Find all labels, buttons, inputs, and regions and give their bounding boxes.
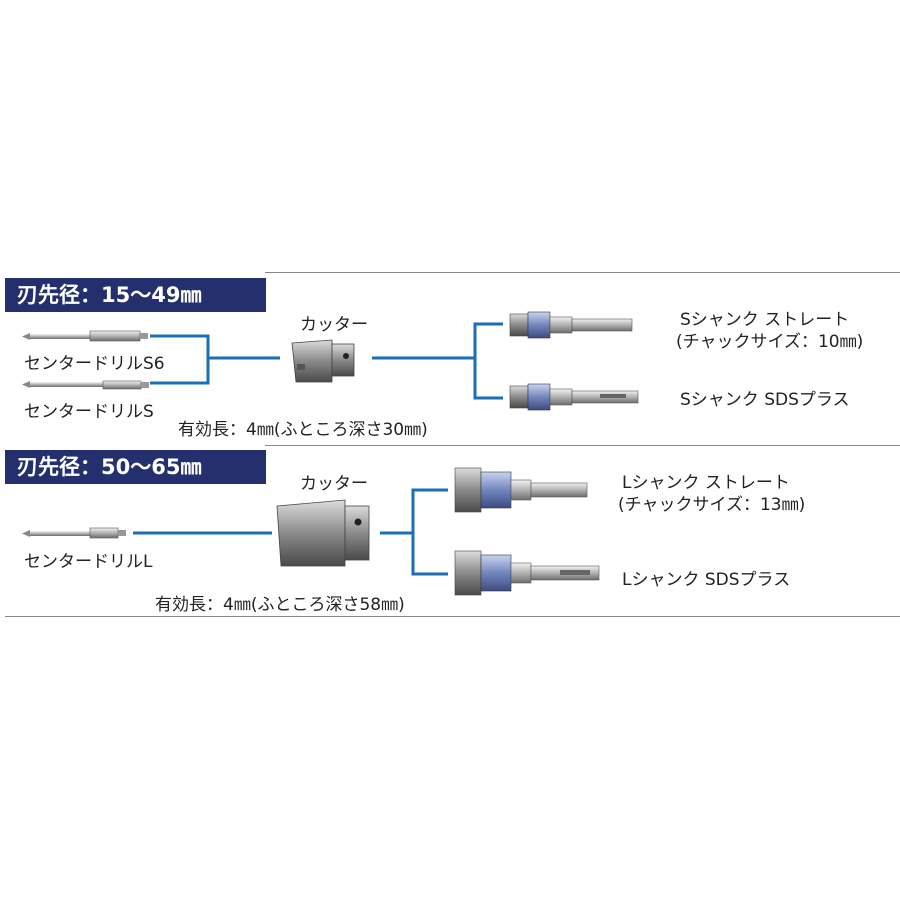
s-shank-sds-label: Sシャンク SDSプラス	[680, 390, 850, 410]
l-shank-sds-label: Lシャンク SDSプラス	[622, 570, 791, 590]
s-shank-sds-icon	[509, 383, 639, 411]
drill-s-icon	[22, 380, 149, 390]
section2-title: 刃先径：50～65㎜	[5, 450, 266, 484]
s-shank-straight-label: Sシャンク ストレート	[680, 310, 850, 330]
section2-top-divider	[265, 445, 900, 446]
drill-s6-icon	[22, 330, 148, 342]
cutter-large-icon	[276, 499, 370, 567]
drill-s6-label: センタードリルS6	[24, 354, 165, 374]
s-shank-straight-icon	[509, 311, 633, 339]
section1-effective-length: 有効長：4㎜(ふところ深さ30㎜)	[178, 420, 428, 440]
s-shank-straight-sub: (チャックサイズ：10㎜)	[676, 332, 864, 352]
cutter-small-icon	[291, 339, 355, 383]
section2-effective-length: 有効長：4㎜(ふところ深さ58㎜)	[155, 595, 405, 615]
l-shank-sds-icon	[454, 550, 600, 596]
l-shank-straight-sub: (チャックサイズ：13㎜)	[618, 495, 806, 515]
drill-l-label: センタードリルL	[24, 552, 153, 572]
drill-s-label: センタードリルS	[24, 402, 154, 422]
section2-connectors	[133, 488, 448, 576]
section1-connectors	[150, 322, 503, 400]
bottom-divider	[5, 616, 900, 617]
l-shank-straight-icon	[454, 467, 588, 513]
section1-cutter-label: カッター	[300, 315, 368, 335]
section1-title: 刃先径：15～49㎜	[5, 278, 266, 312]
section2-cutter-label: カッター	[300, 474, 368, 494]
section1-top-divider	[265, 272, 900, 273]
drill-l-icon	[22, 527, 126, 539]
l-shank-straight-label: Lシャンク ストレート	[622, 473, 790, 493]
